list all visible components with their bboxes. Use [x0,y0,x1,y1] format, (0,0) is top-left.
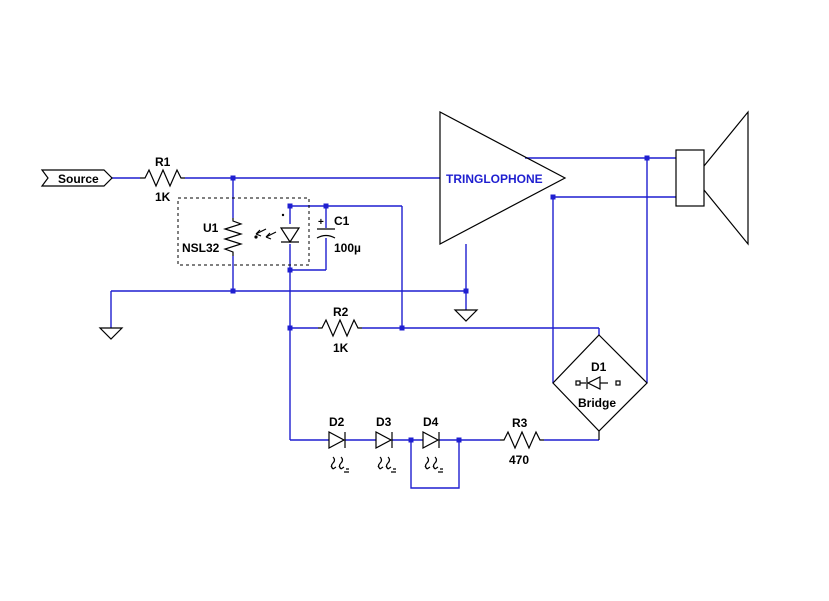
c1-value: 100µ [334,241,361,255]
wires [110,157,676,489]
d1-ref: D1 [591,360,607,374]
r2-value: 1K [333,341,349,355]
junction-dots [230,155,650,443]
amplifier-tringlophone: TRINGLOPHONE [439,111,567,245]
bridge-rectifier-d1: D1 Bridge [552,334,648,440]
d3-ref: D3 [376,415,392,429]
resistor-r3: R3 470 [500,416,544,467]
r3-value: 470 [509,453,529,467]
amp-label: TRINGLOPHONE [446,172,543,186]
speaker-icon [675,110,749,246]
resistor-r1: R1 1K [140,155,185,204]
r3-ref: R3 [512,416,528,430]
d2-ref: D2 [329,415,345,429]
r1-ref: R1 [155,155,171,169]
led-d3: D3 [375,415,396,473]
ground-symbol-right [453,309,479,322]
u1-ref: U1 [203,221,219,235]
d4-ref: D4 [423,415,439,429]
source-net-label: Source [40,169,113,187]
led-d2: D2 [328,415,349,473]
r1-value: 1K [155,190,171,204]
d1-value: Bridge [578,396,616,410]
ground-symbol-left [98,327,124,340]
resistor-r2: R2 1K [318,305,362,355]
u1-value: NSL32 [182,241,220,255]
capacitor-c1: + C1 100µ [316,214,361,255]
c1-ref: C1 [334,214,350,228]
led-d4: D4 [422,415,443,473]
optocoupler-u1: U1 NSL32 [177,197,310,266]
source-label: Source [58,172,99,186]
r2-ref: R2 [333,305,349,319]
c1-polarity: + [318,217,324,228]
